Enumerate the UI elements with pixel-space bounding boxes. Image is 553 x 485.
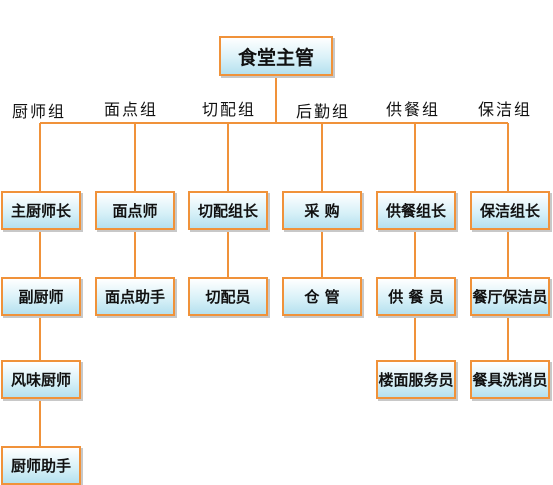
- position-node: 餐厅保洁员: [470, 277, 550, 316]
- group-label-chef: 厨师组: [12, 102, 67, 121]
- group-label-logistics: 后勤组: [296, 102, 351, 121]
- position-node: 切配组长: [188, 191, 268, 230]
- group-label-pastry: 面点组: [104, 100, 159, 119]
- position-node: 面点助手: [95, 277, 175, 316]
- position-node: 保洁组长: [470, 191, 550, 230]
- position-node: 仓 管: [282, 277, 362, 316]
- position-node: 面点师: [95, 191, 175, 230]
- position-node: 厨师助手: [1, 446, 81, 485]
- position-node: 楼面服务员: [376, 360, 456, 399]
- position-node: 供 餐 员: [376, 277, 456, 316]
- position-node: 副厨师: [1, 277, 81, 316]
- group-label-prep: 切配组: [202, 100, 257, 119]
- position-node: 采 购: [282, 191, 362, 230]
- group-label-cleaning: 保洁组: [478, 100, 533, 119]
- group-label-serving: 供餐组: [386, 100, 441, 119]
- position-node: 供餐组长: [376, 191, 456, 230]
- position-node: 风味厨师: [1, 360, 81, 399]
- position-node: 切配员: [188, 277, 268, 316]
- position-node: 餐具洗消员: [470, 360, 550, 399]
- position-node: 主厨师长: [1, 191, 81, 230]
- root-node: 食堂主管: [219, 36, 333, 76]
